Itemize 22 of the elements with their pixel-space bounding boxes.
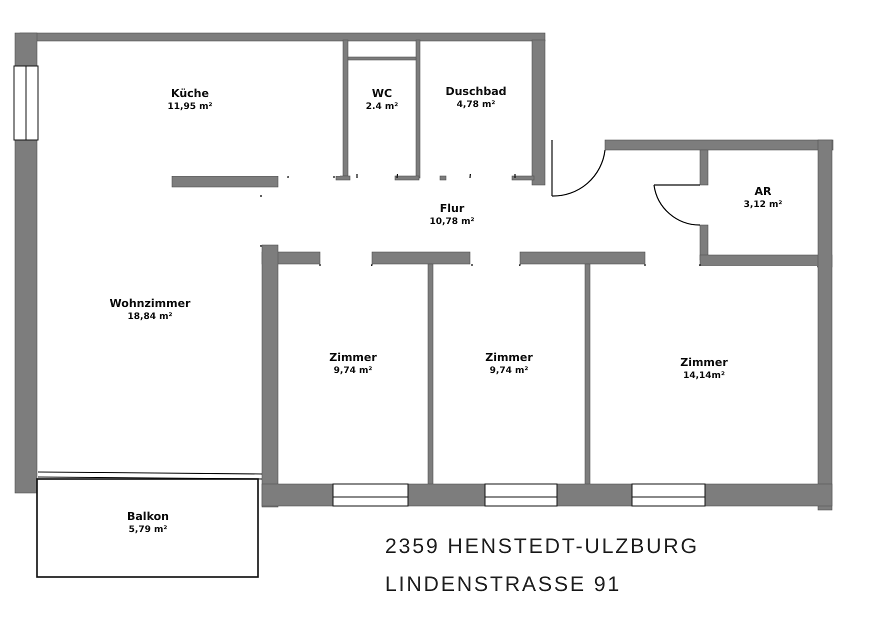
- room-area: 4,78 m²: [456, 100, 496, 110]
- room-area: 3,12 m²: [744, 200, 782, 210]
- room-area: 14,14m²: [683, 371, 725, 381]
- room-name: Küche: [171, 87, 209, 100]
- room-name: Flur: [440, 202, 464, 215]
- room-area: 18,84 m²: [128, 312, 172, 322]
- room-name: Zimmer: [329, 351, 377, 364]
- room-name: WC: [372, 87, 392, 100]
- room-name: AR: [754, 185, 772, 198]
- room-name: Zimmer: [485, 351, 533, 364]
- room-area: 9,74 m²: [490, 366, 528, 376]
- room-name: Zimmer: [680, 356, 728, 369]
- room-area: 2.4 m²: [366, 102, 398, 112]
- room-area: 10,78 m²: [430, 217, 474, 227]
- address-text: LINDENSTRASSE 91: [385, 573, 622, 597]
- room-area: 5,79 m²: [128, 525, 168, 535]
- address-text: 2359 HENSTEDT-ULZBURG: [385, 535, 699, 559]
- room-name: Duschbad: [445, 85, 507, 98]
- room-area: 11,95 m²: [168, 102, 212, 112]
- room-name: Wohnzimmer: [110, 297, 190, 310]
- room-name: Balkon: [127, 510, 169, 523]
- room-area: 9,74 m²: [334, 366, 372, 376]
